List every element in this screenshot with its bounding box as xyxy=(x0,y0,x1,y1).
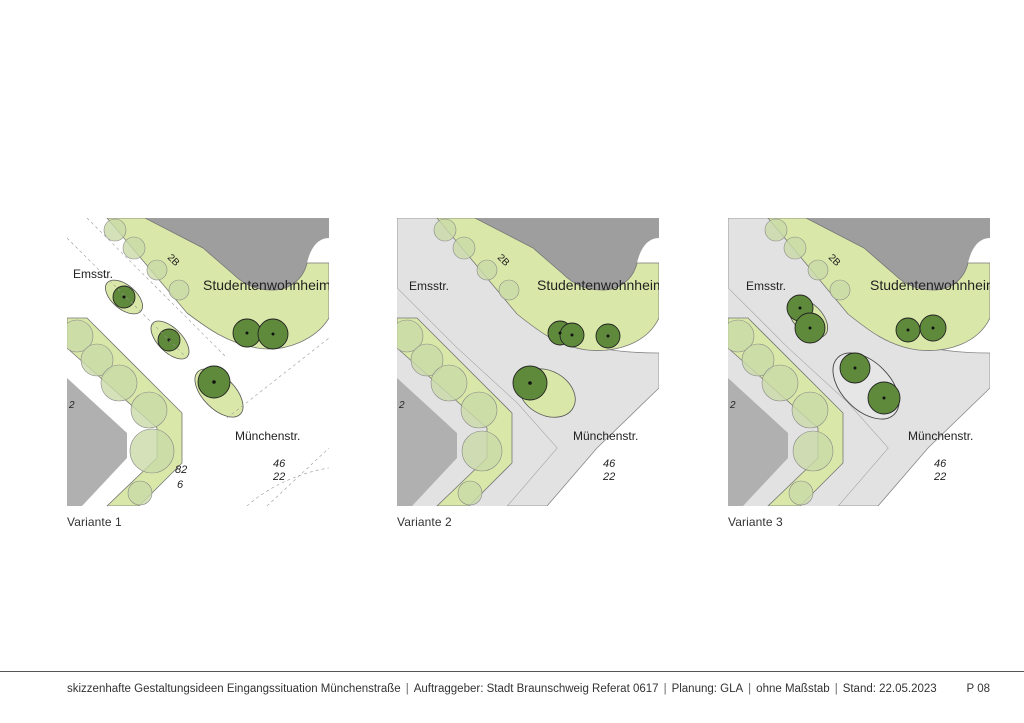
footer-separator: | xyxy=(663,683,667,695)
footer-divider xyxy=(0,671,1024,672)
building-label: Studentenwohnheim xyxy=(870,277,990,293)
caption-variant-2: Variante 2 xyxy=(397,515,452,529)
building-west xyxy=(728,378,788,506)
plan-number: 46 xyxy=(273,458,286,470)
site-plan-drawing-2: Studentenwohnheim 2B Emsstr. Münchenstr.… xyxy=(397,218,659,506)
building-block xyxy=(475,218,659,290)
street-label-emsstr: Emsstr. xyxy=(409,279,449,293)
building-west xyxy=(67,378,127,506)
street-label-emsstr: Emsstr. xyxy=(746,279,786,293)
footer-separator: | xyxy=(748,683,752,695)
existing-trees xyxy=(728,218,851,506)
building-block xyxy=(806,218,990,290)
footer-client: Auftraggeber: Stadt Braunschweig Referat… xyxy=(413,683,659,695)
footer-date: Stand: 22.05.2023 xyxy=(842,683,937,695)
building-label: Studentenwohnheim xyxy=(537,277,659,293)
site-plan-variant-1: Studentenwohnheim 2B Emsstr. Münchenstr.… xyxy=(67,218,329,506)
footer-title: skizzenhafte Gestaltungsideen Eingangssi… xyxy=(67,683,401,695)
plan-number: 46 xyxy=(603,458,616,470)
plan-number: 46 xyxy=(934,458,947,470)
footer-scale: ohne Maßstab xyxy=(756,683,830,695)
site-plan-drawing-3: Studentenwohnheim 2B Emsstr. Münchenstr.… xyxy=(728,218,990,506)
footer-separator: | xyxy=(834,683,838,695)
plan-number: 6 xyxy=(177,479,184,491)
plan-number: 2 xyxy=(729,400,736,411)
footer-separator: | xyxy=(405,683,409,695)
page-number: P 08 xyxy=(966,683,990,695)
street-label-muenchenstr: Münchenstr. xyxy=(235,429,300,443)
caption-variant-3: Variante 3 xyxy=(728,515,783,529)
existing-trees xyxy=(67,218,190,506)
building-block xyxy=(145,218,329,290)
plan-number: 22 xyxy=(272,471,285,483)
green-strip-north xyxy=(106,218,329,350)
existing-trees xyxy=(397,218,520,506)
building-west xyxy=(397,378,457,506)
page-footer: skizzenhafte Gestaltungsideen Eingangssi… xyxy=(67,683,990,695)
footer-planning: Planung: GLA xyxy=(671,683,744,695)
building-label: Studentenwohnheim xyxy=(203,277,329,293)
plan-number: 22 xyxy=(933,471,946,483)
street-label-muenchenstr: Münchenstr. xyxy=(573,429,638,443)
plan-number: 82 xyxy=(175,464,187,476)
street-label-emsstr: Emsstr. xyxy=(73,267,113,281)
street-label-muenchenstr: Münchenstr. xyxy=(908,429,973,443)
caption-variant-1: Variante 1 xyxy=(67,515,122,529)
plan-number: 22 xyxy=(602,471,615,483)
site-plan-variant-2: Studentenwohnheim 2B Emsstr. Münchenstr.… xyxy=(397,218,659,506)
plan-number: 2 xyxy=(398,400,405,411)
plan-number: 2 xyxy=(68,400,75,411)
site-plan-drawing-1: Studentenwohnheim 2B Emsstr. Münchenstr.… xyxy=(67,218,329,506)
site-plan-variant-3: Studentenwohnheim 2B Emsstr. Münchenstr.… xyxy=(728,218,990,506)
